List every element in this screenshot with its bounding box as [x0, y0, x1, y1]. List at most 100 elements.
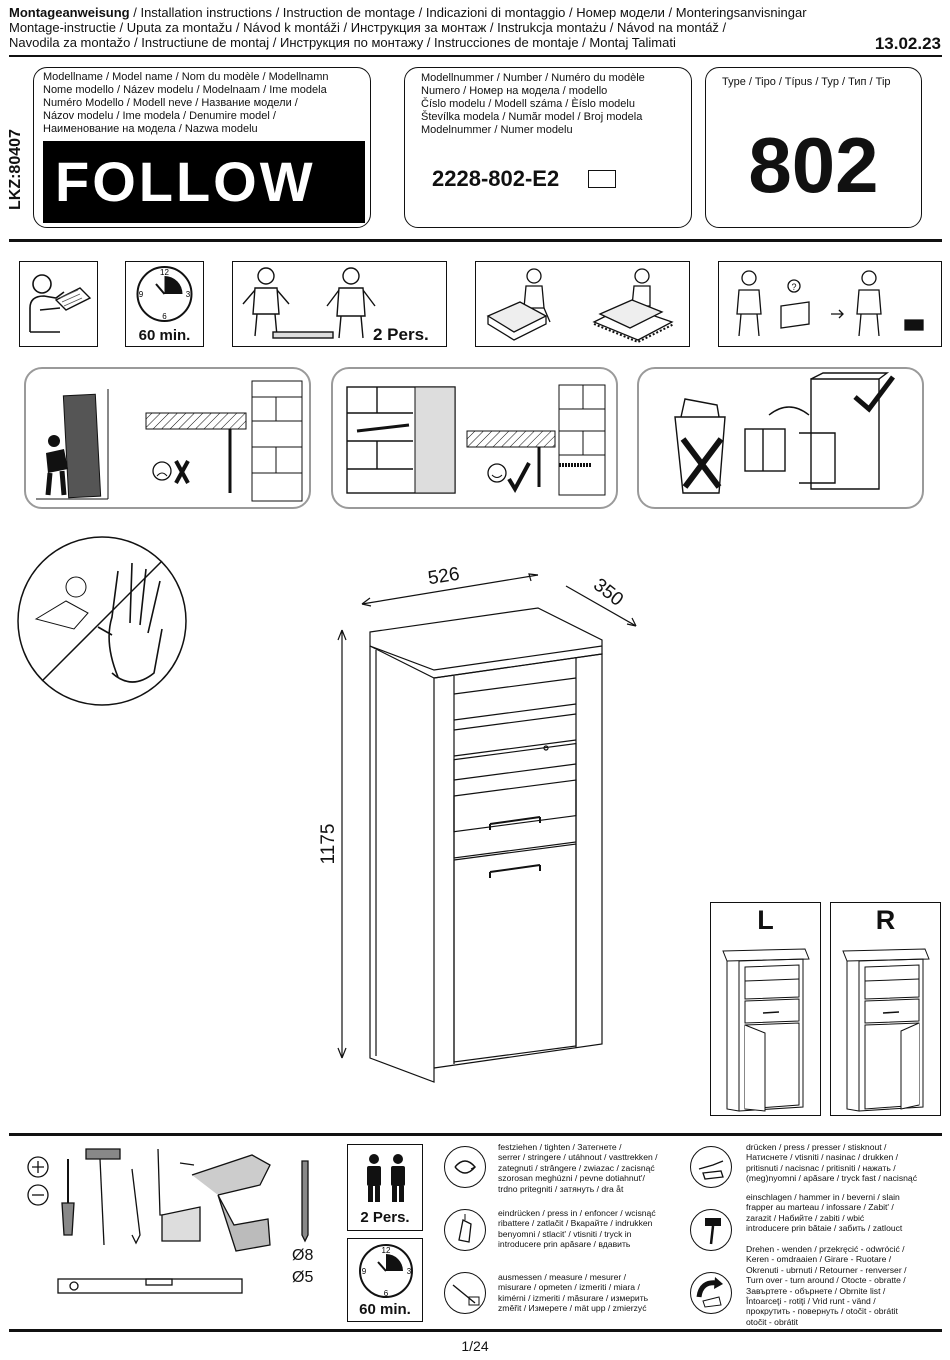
call-support-icon: ? — [736, 270, 924, 337]
time-label: 60 min. — [138, 327, 191, 344]
press-in-legend: eindrücken / press in / enfoncer / wcisn… — [498, 1208, 656, 1250]
number-label-1: Modellnummer / Number / Numéro du modèle — [421, 72, 645, 84]
persons-label: 2 Pers. — [373, 325, 429, 344]
header-line-2: Montage-instructie / Uputa za montažu / … — [9, 20, 727, 35]
keep-instructions-panel — [637, 367, 924, 509]
press-line-2: Натиснете / vtisniti / nasinac / drukken… — [746, 1152, 899, 1163]
tools-time-picto: 12 6 9 3 60 min. — [347, 1238, 423, 1322]
number-label-5: Modelnummer / Numer modelu — [421, 124, 573, 136]
reading-person-icon — [29, 274, 92, 333]
pressin-line-2: ribattere / zatlačit / Вкарайте / indruk… — [498, 1218, 653, 1229]
svg-text:?: ? — [791, 282, 796, 292]
turn-line-8: otočit - obrátit — [746, 1316, 799, 1327]
left-orientation-box: L — [710, 902, 821, 1116]
svg-text:6: 6 — [384, 1289, 389, 1298]
model-label-3: Numéro Modello / Modell neve / Название … — [43, 97, 298, 109]
turn-line-2: Keren - omdraaien / Girare - Ruotare / — [746, 1254, 892, 1265]
model-label-1: Modellname / Model name / Nom du modèle … — [43, 71, 329, 83]
tools-section-rule — [9, 1133, 942, 1136]
type-label: Type / Tipo / Típus / Typ / Тип / Tip — [722, 76, 891, 88]
left-hinge-cabinet-icon — [722, 948, 810, 1112]
cabinet-drawing — [330, 570, 650, 1090]
hammer-legend: einschlagen / hammer in / beverni / slai… — [746, 1192, 902, 1234]
assembly-surface-picto — [475, 261, 690, 347]
clock-icon: 12 6 9 3 — [136, 266, 193, 322]
header-rule — [9, 55, 942, 57]
measure-line-1: ausmessen / measure / mesurer / — [498, 1272, 626, 1282]
tools-icon-group — [27, 1148, 309, 1294]
svg-text:9: 9 — [362, 1267, 367, 1276]
document-date: 13.02.23 — [874, 34, 941, 53]
read-instructions-picto — [19, 261, 98, 347]
measure-legend: ausmessen / measure / mesurer / misurare… — [498, 1272, 648, 1314]
measure-line-3: kimérni / izmeriti / măsurare / измерить — [498, 1292, 649, 1303]
svg-text:6: 6 — [162, 312, 167, 321]
turn-line-7: прокрутить - повернуть / otočit - obráti… — [746, 1306, 898, 1317]
tools-illustration — [22, 1145, 334, 1295]
turn-line-6: Întoarceţi - rotiţi / Vrid runt - vänd / — [746, 1296, 876, 1307]
tipping-warning-illustration — [36, 380, 303, 502]
right-hinge-cabinet-icon — [842, 948, 930, 1112]
pressin-line-1: eindrücken / press in / enfoncer / wcisn… — [498, 1208, 656, 1218]
hammer-icon — [690, 1209, 732, 1251]
tools-persons-label: 2 Pers. — [360, 1209, 410, 1226]
tighten-line-1: festziehen / tighten / Затегнете / — [498, 1142, 622, 1152]
two-persons-picto: 2 Pers. — [232, 261, 447, 347]
missing-parts-picto: ? — [718, 261, 942, 347]
type-value: 802 — [748, 121, 879, 209]
side-code: LKZ:80407 — [7, 129, 24, 210]
hammer-line-2: frapper au marteau / infossare / Zabit' … — [746, 1202, 894, 1213]
child-safety-warning — [14, 533, 190, 709]
right-orientation-box: R — [830, 902, 941, 1116]
tools-time-label: 60 min. — [359, 1301, 411, 1318]
left-orientation-label: L — [757, 905, 774, 935]
turn-over-icon — [690, 1272, 732, 1314]
model-number-box: Modellnummer / Number / Numéro du modèle… — [404, 67, 692, 228]
turn-line-3: Okrenuti - ubrnuti / Retourner - renvers… — [746, 1264, 907, 1275]
type-box: Type / Tipo / Típus / Typ / Тип / Tip 80… — [705, 67, 922, 228]
tighten-icon — [444, 1146, 486, 1188]
header-title-line: Montageanweisung / Installation instruct… — [9, 5, 807, 21]
no-children-icon — [17, 536, 187, 706]
svg-text:3: 3 — [186, 290, 191, 299]
number-label-2: Numero / Номер на модела / modello — [421, 85, 608, 97]
tighten-line-2: serrer / stringere / utáhnout / vasttrek… — [498, 1152, 658, 1163]
wall-fixing-panel — [331, 367, 618, 509]
number-label-4: Števílka modela / Număr model / Broj mod… — [421, 111, 643, 123]
two-workers-icon — [242, 267, 376, 339]
header-title-rest: / Installation instructions / Instructio… — [129, 5, 807, 20]
tighten-line-5: trdno pritegniti / затянуть / dra åt — [498, 1183, 624, 1194]
tighten-legend: festziehen / tighten / Затегнете / serre… — [498, 1142, 658, 1194]
tipping-warning-panel — [24, 367, 311, 509]
keep-manual-illustration — [674, 372, 895, 494]
press-line-1: drücken / press / presser / stisknout / — [746, 1142, 887, 1152]
model-label-2: Nome modello / Název modelu / Modelnaam … — [43, 84, 327, 96]
model-label-5: Наименование на модела / Nazwa modelu — [43, 123, 258, 135]
press-line-3: pritisnuti / nacisnac / pritisniti / наж… — [746, 1162, 896, 1173]
drill-size-5: Ø5 — [292, 1269, 314, 1286]
time-picto: 12 6 9 3 60 min. — [125, 261, 204, 347]
press-legend: drücken / press / presser / stisknout / … — [746, 1142, 917, 1184]
model-number-labels: Modellnummer / Number / Numéro du modèle… — [421, 72, 645, 137]
tighten-line-4: szorosan meghúzni / pevne dotiahnut'/ — [498, 1173, 645, 1184]
turn-over-legend: Drehen - wenden / przekręcić - odwrócić … — [746, 1244, 906, 1327]
cabinet-illustration — [337, 573, 637, 1083]
model-name: FOLLOW — [43, 141, 365, 223]
floor-assembly-icon — [486, 268, 675, 344]
measure-line-2: misurare / opmeten / izmeriti / miara / — [498, 1282, 640, 1293]
model-label-4: Názov modelu / Ime modela / Denumire mod… — [43, 110, 276, 122]
drill-size-8: Ø8 — [292, 1247, 314, 1264]
two-persons-icon — [367, 1154, 405, 1202]
tools-persons-picto: 2 Pers. — [347, 1144, 423, 1231]
model-name-box: Modellname / Model name / Nom du modèle … — [33, 67, 371, 228]
svg-text:12: 12 — [382, 1246, 391, 1255]
turn-line-4: Turn over - turn around / Otocte - obrat… — [746, 1275, 906, 1286]
svg-text:3: 3 — [407, 1267, 412, 1276]
svg-text:12: 12 — [160, 268, 169, 277]
hammer-line-1: einschlagen / hammer in / beverni / slai… — [746, 1192, 900, 1202]
tools-clock-icon: 12 6 9 3 — [359, 1244, 413, 1298]
header-line-3: Navodila za montažo / Instructiune de mo… — [9, 35, 676, 50]
page-number: 1/24 — [461, 1338, 489, 1354]
pressin-line-3: benyomni / stlacit' / vtisniti / tryck i… — [498, 1228, 632, 1239]
checkbox-square — [588, 170, 616, 188]
